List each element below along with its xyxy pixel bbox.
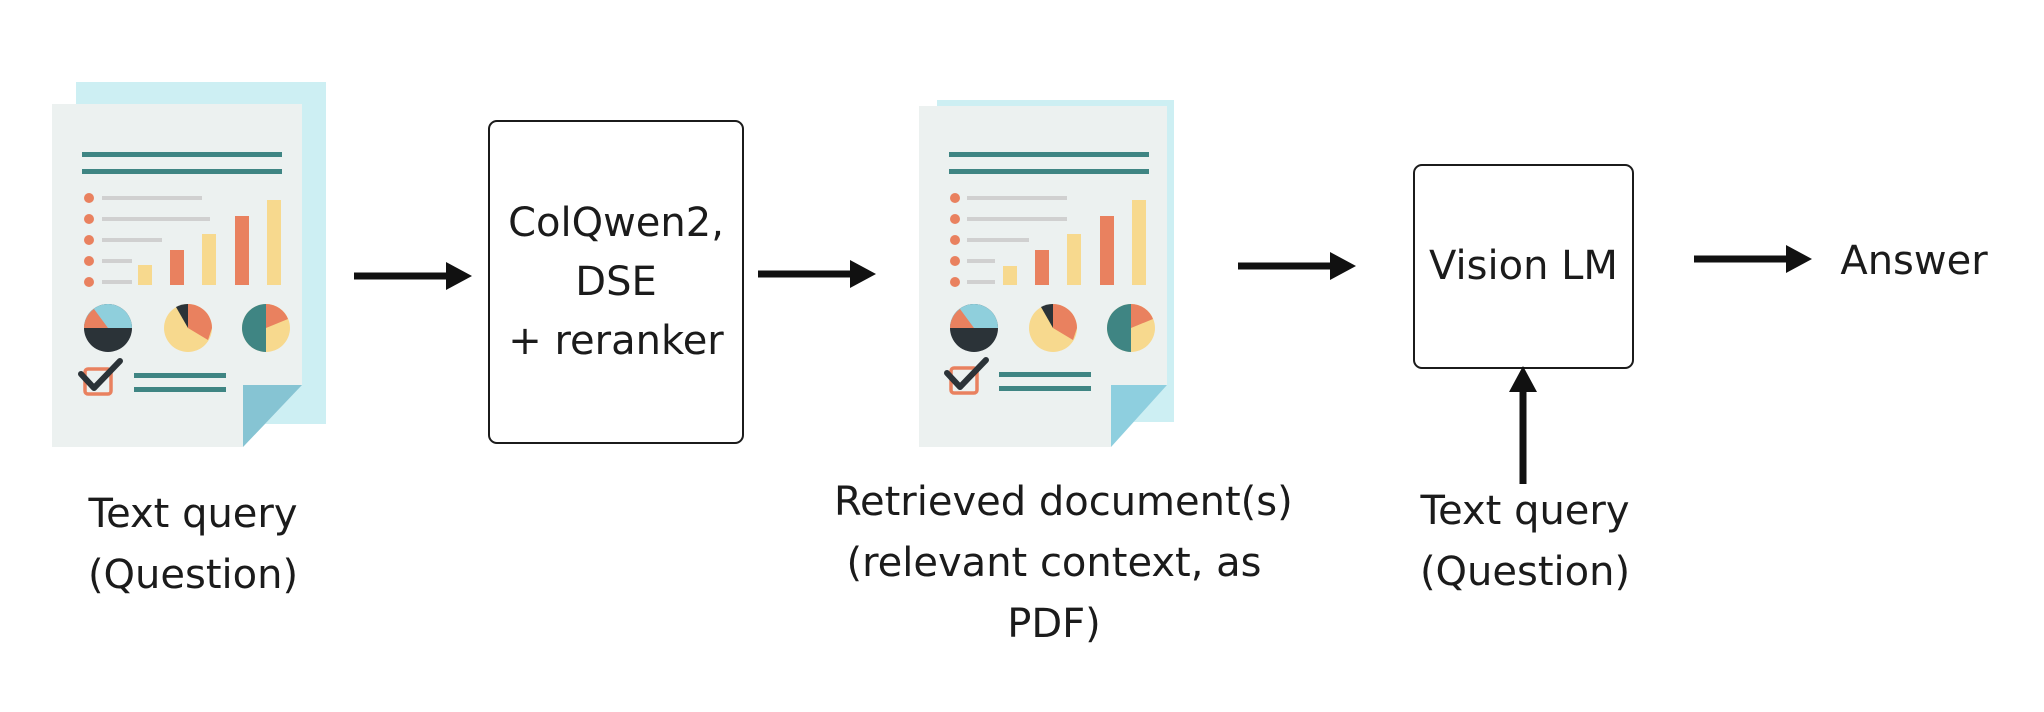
pie-chart-icon [84,303,290,352]
vision-lm-box: Vision LM [1413,164,1634,369]
query-document-icon [52,82,326,447]
retrieved-document-label: Retrieved document(s) (relevant context,… [834,479,1293,647]
retrieved-document-icon [919,100,1174,447]
arrow-right-icon [1238,252,1356,280]
checkbox-icon [944,357,1091,395]
bar-chart-icon [84,193,281,287]
arrow-right-icon [1694,245,1812,273]
vision-lm-input-label: Text query (Question) [1419,488,1631,595]
arrow-right-icon [758,260,876,288]
retriever-box: ColQwen2, DSE + reranker [488,120,744,444]
arrow-right-icon [354,262,472,290]
answer-label: Answer [1840,238,1988,284]
bar-chart-icon [950,193,1146,287]
checkbox-icon [78,358,226,396]
query-label: Text query (Question) [87,491,299,598]
pie-chart-icon [950,303,1155,352]
arrow-up-icon [1509,366,1537,484]
